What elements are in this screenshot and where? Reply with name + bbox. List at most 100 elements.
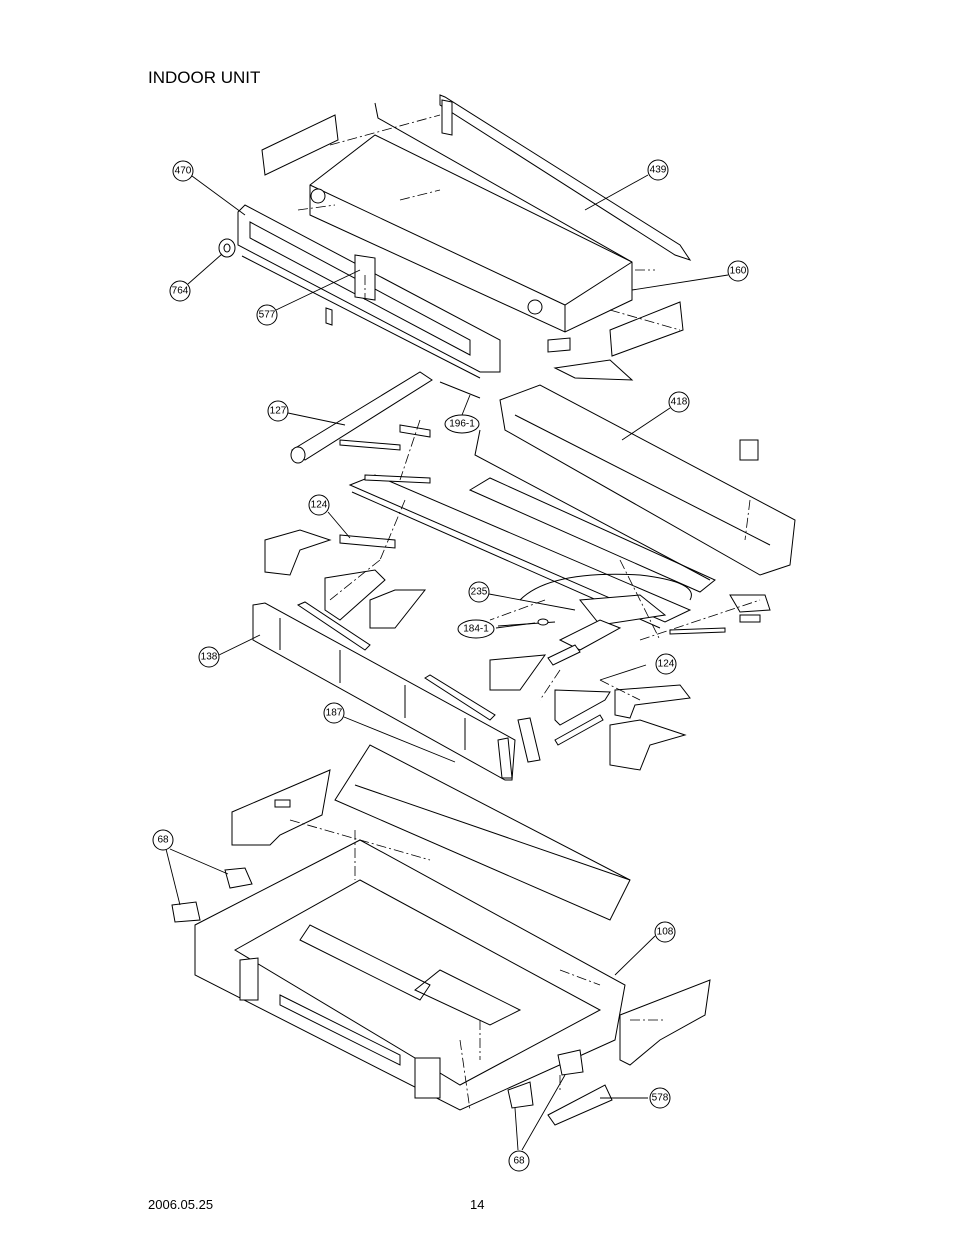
- base-tray: [234, 879, 602, 1086]
- callout-577-label: 577: [259, 310, 276, 321]
- housing-boss-right: [527, 299, 543, 315]
- drain-pan: [499, 384, 796, 576]
- callout-184-1: 184-1: [457, 619, 495, 639]
- drain-pan-rim: [474, 429, 711, 581]
- front-strip: [241, 255, 481, 379]
- callout-124-upper-label: 124: [311, 500, 328, 511]
- page-number: 14: [470, 1197, 485, 1212]
- insulation-strip: [553, 359, 634, 381]
- callout-68-bottom-label: 68: [513, 1156, 525, 1167]
- side-panel-right: [619, 979, 711, 1066]
- leader-lines: [164, 174, 729, 1151]
- leader-439: [584, 174, 649, 211]
- sensor-probe: [537, 618, 549, 626]
- clip-68-lower: [171, 901, 201, 923]
- callout-108-label: 108: [657, 927, 674, 938]
- base-assembly: [171, 744, 711, 1126]
- side-panel-left-slot: [274, 799, 291, 808]
- front-panel-dividers: [279, 618, 466, 750]
- connector-tip: [547, 644, 581, 666]
- base-slot-1: [239, 957, 259, 1001]
- footer-date: 2006.05.25: [148, 1197, 214, 1212]
- clip-mid: [517, 717, 541, 763]
- callout-138: 138: [198, 646, 220, 668]
- base-opening-left: [299, 924, 431, 1001]
- alignment-lines-base: [289, 819, 665, 1111]
- callout-439: 439: [647, 159, 669, 181]
- base-slot-2: [279, 994, 401, 1066]
- callout-578-label: 578: [652, 1093, 669, 1104]
- rear-rail: [439, 94, 692, 261]
- clip-plate-2: [399, 424, 431, 438]
- leader-235: [488, 593, 576, 611]
- callout-764: 764: [169, 280, 191, 302]
- top-housing: [309, 134, 633, 333]
- leader-470: [191, 175, 246, 216]
- callout-124-upper: 124: [308, 494, 330, 516]
- clip-68-right-2: [557, 1049, 584, 1076]
- callout-124-lower-label: 124: [658, 659, 675, 670]
- callout-470-label: 470: [175, 166, 192, 177]
- callouts: 470 764 577 439 160 127 196-1 418: [152, 159, 749, 1172]
- page-title: INDOOR UNIT: [148, 68, 261, 87]
- callout-418: 418: [668, 391, 690, 413]
- callout-184-1-label: 184-1: [463, 624, 489, 635]
- callout-578: 578: [649, 1087, 671, 1109]
- callout-124-lower: 124: [655, 653, 677, 675]
- leader-124a: [327, 511, 351, 539]
- callout-196-1: 196-1: [444, 414, 480, 434]
- side-support-right: [554, 689, 611, 726]
- insulation-panel-right: [609, 301, 684, 357]
- leader-68b: [514, 1074, 566, 1151]
- leader-196-1: [461, 394, 471, 416]
- side-support-left: [324, 569, 386, 621]
- base-opening-right: [414, 969, 522, 1026]
- drain-pan-edge: [514, 414, 771, 546]
- rear-bracket: [441, 99, 453, 136]
- base-slot-3: [414, 1057, 441, 1099]
- small-box: [739, 439, 759, 461]
- side-block-left: [264, 529, 332, 576]
- side-block-right-lower: [609, 719, 687, 771]
- leader-108: [614, 935, 656, 976]
- pipe-end: [290, 446, 306, 464]
- small-plate: [547, 337, 571, 353]
- callout-127: 127: [267, 400, 289, 422]
- leader-187: [343, 716, 456, 763]
- rear-wire: [374, 102, 633, 263]
- callout-68-left-label: 68: [157, 835, 169, 846]
- clip-187-target: [497, 737, 513, 779]
- side-block-right-upper: [614, 684, 691, 719]
- base-sheet-fold: [354, 784, 631, 881]
- leader-124b: [599, 664, 647, 681]
- knob-center: [223, 243, 231, 253]
- heater-rod-right: [669, 627, 726, 635]
- leader-184-1: [495, 622, 536, 629]
- callout-577: 577: [256, 304, 278, 326]
- connector-block: [579, 594, 667, 626]
- leader-577: [275, 269, 361, 311]
- upper-assembly: [218, 94, 692, 381]
- clip-plate-1: [339, 439, 401, 451]
- leader-127: [287, 412, 346, 426]
- callout-68-bottom: 68: [508, 1150, 530, 1172]
- leader-138: [218, 634, 261, 656]
- leader-68a: [164, 844, 229, 906]
- side-pad-right: [489, 654, 547, 691]
- callout-764-label: 764: [172, 286, 189, 297]
- callout-160-label: 160: [730, 266, 747, 277]
- callout-418-label: 418: [671, 397, 688, 408]
- rod: [439, 381, 481, 399]
- leader-764: [187, 253, 223, 285]
- front-panel: [252, 602, 516, 781]
- housing-boss-left: [310, 188, 326, 204]
- heater-plate-124b: [554, 714, 604, 746]
- callout-187-label: 187: [326, 708, 343, 719]
- callout-68-left: 68: [152, 829, 174, 851]
- insulation-panel-left: [261, 114, 339, 176]
- callout-160: 160: [727, 260, 749, 282]
- callout-196-1-label: 196-1: [449, 419, 475, 430]
- drain-tray-strip: [468, 477, 716, 593]
- heater-clip-right: [739, 614, 761, 623]
